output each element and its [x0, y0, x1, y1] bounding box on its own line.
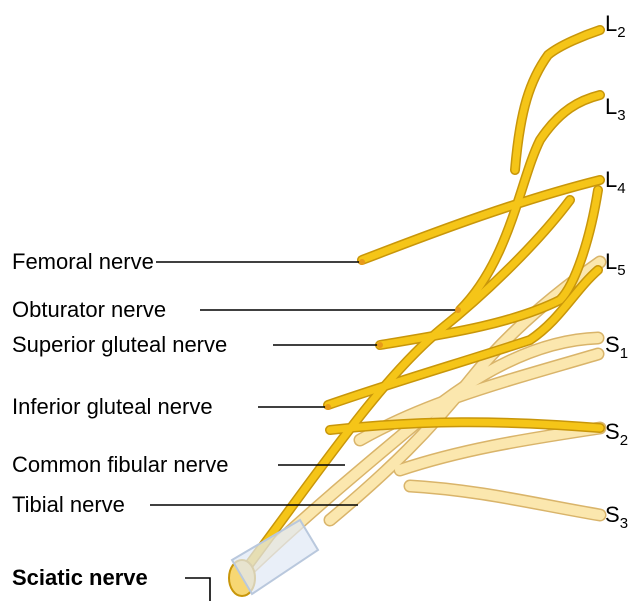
root-label-s3: S3 — [605, 503, 628, 536]
superior-gluteal-end-dot — [377, 342, 383, 348]
label-superior-gluteal-nerve: Superior gluteal nerve — [12, 333, 227, 357]
obturator-end-dot — [455, 307, 461, 313]
root-number: 5 — [617, 262, 625, 279]
inferior-gluteal-end-dot — [325, 404, 331, 410]
root-letter: L — [605, 11, 617, 36]
root-letter: L — [605, 94, 617, 119]
root-number: 3 — [620, 515, 628, 532]
root-number: 2 — [617, 24, 625, 41]
root-number: 1 — [620, 345, 628, 362]
root-letter: L — [605, 167, 617, 192]
femoral-end-dot — [359, 259, 365, 265]
root-number: 2 — [620, 432, 628, 449]
root-label-l5: L5 — [605, 250, 626, 283]
root-number: 4 — [617, 180, 625, 197]
root-letter: S — [605, 419, 620, 444]
label-obturator-nerve: Obturator nerve — [12, 298, 166, 322]
root-number: 3 — [617, 107, 625, 124]
root-letter: S — [605, 332, 620, 357]
label-sciatic-nerve: Sciatic nerve — [12, 566, 148, 590]
root-label-s2: S2 — [605, 420, 628, 453]
label-inferior-gluteal-nerve: Inferior gluteal nerve — [12, 395, 213, 419]
label-common-fibular-nerve: Common fibular nerve — [12, 453, 228, 477]
root-label-l4: L4 — [605, 168, 626, 201]
label-femoral-nerve: Femoral nerve — [12, 250, 154, 274]
label-tibial-nerve: Tibial nerve — [12, 493, 125, 517]
root-label-l2: L2 — [605, 12, 626, 45]
root-letter: S — [605, 502, 620, 527]
leader-sciatic — [185, 578, 210, 601]
root-letter: L — [605, 249, 617, 274]
root-label-l3: L3 — [605, 95, 626, 128]
root-label-s1: S1 — [605, 333, 628, 366]
